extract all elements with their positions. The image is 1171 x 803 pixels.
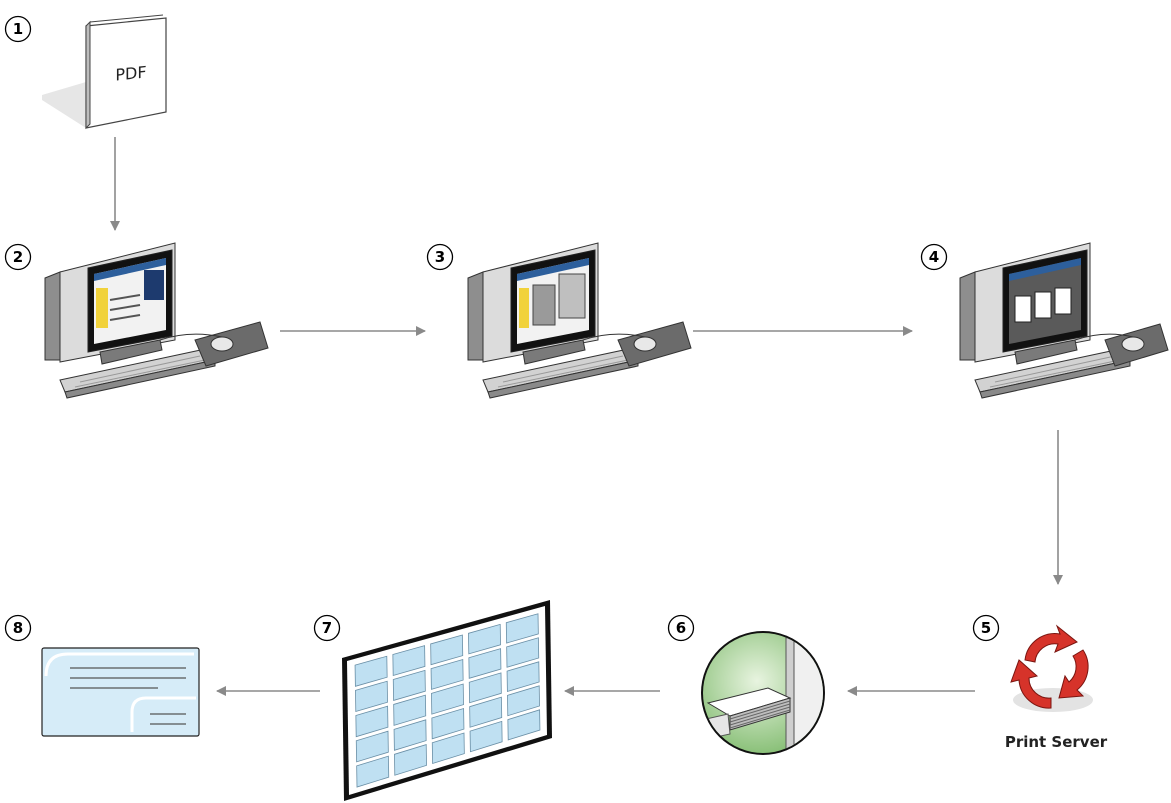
sheet-card-cell xyxy=(468,648,502,679)
step-number: 1 xyxy=(12,20,24,38)
sheet-card-cell xyxy=(468,672,502,704)
sheet-card-cell xyxy=(431,683,464,715)
step-badge-2: 2 xyxy=(4,243,32,271)
sheet-card-cell xyxy=(354,655,388,687)
sheet-card-cell xyxy=(355,730,389,763)
computer-workstation-icon xyxy=(44,242,269,399)
sheet-card-cell xyxy=(392,669,426,701)
sheet-card-cell xyxy=(393,719,427,751)
sheet-card-cell xyxy=(469,696,503,728)
step-badge-7: 7 xyxy=(313,614,341,642)
step-badge-5: 5 xyxy=(972,614,1000,642)
print-server-icon xyxy=(1005,620,1100,730)
sheet-card-cell xyxy=(355,705,389,738)
step-number: 2 xyxy=(12,248,24,266)
sheet-card-cell xyxy=(392,645,426,677)
sheet-card-cell xyxy=(430,658,464,690)
imposed-press-sheet-icon xyxy=(340,598,555,803)
step-badge-3: 3 xyxy=(426,243,454,271)
computer-workstation-3 xyxy=(463,240,703,410)
sheet-card-cell xyxy=(506,661,540,693)
sheet-card-cell xyxy=(431,707,465,740)
step-badge-1: 1 xyxy=(4,15,32,43)
sheet-card-cell xyxy=(468,623,501,655)
step-number: 3 xyxy=(434,248,446,266)
sheet-card-cell xyxy=(355,680,388,713)
pdf-document-icon xyxy=(0,0,180,140)
sheet-card-cell xyxy=(506,637,540,668)
sheet-card-cell xyxy=(507,685,540,717)
computer-workstation-icon xyxy=(959,242,1169,399)
step-badge-8: 8 xyxy=(4,614,32,642)
computer-workstation-icon xyxy=(467,242,692,399)
step-number: 8 xyxy=(12,619,24,637)
step-number: 5 xyxy=(980,619,992,637)
sheet-card-cell xyxy=(431,732,465,765)
printer-output-tray-icon xyxy=(698,628,828,758)
sheet-card-cell xyxy=(430,634,464,666)
sheet-card-cell xyxy=(356,755,390,788)
computer-workstation-4 xyxy=(955,240,1171,410)
computer-workstation-2 xyxy=(40,240,280,410)
finished-card-icon xyxy=(40,646,202,741)
print-server-label: Print Server xyxy=(1004,733,1108,751)
sheet-card-cell xyxy=(394,744,427,776)
sheet-card-cell xyxy=(393,694,427,726)
step-badge-6: 6 xyxy=(667,614,695,642)
sheet-card-cell xyxy=(469,720,503,753)
step-number: 7 xyxy=(321,619,333,637)
step-number: 4 xyxy=(928,248,940,266)
step-badge-4: 4 xyxy=(920,243,948,271)
step-number: 6 xyxy=(675,619,687,637)
sheet-card-cell xyxy=(505,613,539,644)
sheet-card-cell xyxy=(507,709,541,741)
